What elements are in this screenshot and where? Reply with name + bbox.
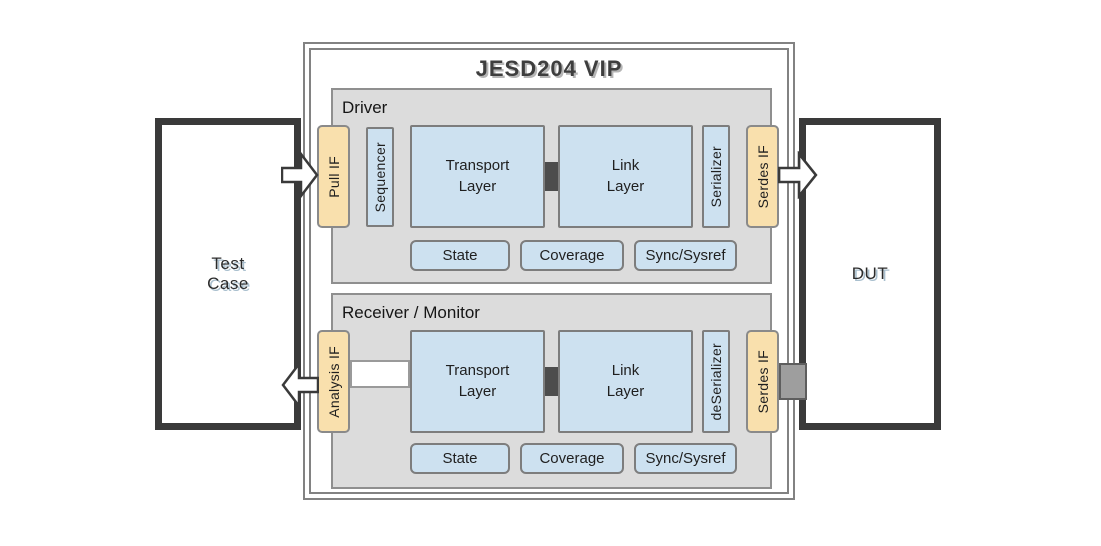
- test-case-box: Test Case: [155, 118, 301, 430]
- receiver-title: Receiver / Monitor: [342, 303, 480, 322]
- analysis-if-block: Analysis IF: [317, 330, 350, 433]
- driver-transport-link-connector: [545, 162, 558, 191]
- receiver-transport-layer-block: Transport Layer: [410, 330, 545, 433]
- serializer-label: Serializer: [707, 145, 724, 208]
- test-case-label: Test Case: [207, 254, 249, 293]
- dut-box: DUT: [799, 118, 941, 430]
- analysis-if-label: Analysis IF: [325, 345, 342, 418]
- vip-container-inner-border: [309, 48, 789, 494]
- receiver-serdes-if-block: Serdes IF: [746, 330, 779, 433]
- receiver-transport-link-connector: [545, 367, 558, 396]
- receiver-serdes-if-label: Serdes IF: [754, 349, 771, 414]
- driver-coverage-chip: Coverage: [520, 240, 624, 271]
- deserializer-block: deSerializer: [702, 330, 730, 433]
- driver-sync-sysref-chip: Sync/Sysref: [634, 240, 737, 271]
- deserializer-label: deSerializer: [707, 342, 724, 421]
- receiver-state-chip: State: [410, 443, 510, 474]
- receiver-coverage-chip: Coverage: [520, 443, 624, 474]
- vip-title: JESD204 VIP: [475, 56, 623, 81]
- dut-label: DUT: [851, 264, 889, 283]
- connector-dut-to-receiver: [779, 363, 807, 400]
- driver-state-chip: State: [410, 240, 510, 271]
- arrow-driver-to-dut-icon: [778, 151, 818, 199]
- driver-serdes-if-label: Serdes IF: [754, 144, 771, 209]
- arrow-testcase-to-driver-icon: [281, 151, 319, 199]
- driver-title: Driver: [342, 98, 388, 117]
- sequencer-label: Sequencer: [371, 141, 388, 213]
- pull-if-label: Pull IF: [325, 155, 342, 198]
- analysis-transport-connector: [350, 360, 410, 388]
- serializer-block: Serializer: [702, 125, 730, 228]
- driver-link-layer-block: Link Layer: [558, 125, 693, 228]
- driver-serdes-if-block: Serdes IF: [746, 125, 779, 228]
- driver-transport-layer-block: Transport Layer: [410, 125, 545, 228]
- receiver-sync-sysref-chip: Sync/Sysref: [634, 443, 737, 474]
- sequencer-block: Sequencer: [366, 127, 394, 227]
- pull-if-block: Pull IF: [317, 125, 350, 228]
- arrow-receiver-to-testcase-icon: [281, 361, 319, 409]
- receiver-link-layer-block: Link Layer: [558, 330, 693, 433]
